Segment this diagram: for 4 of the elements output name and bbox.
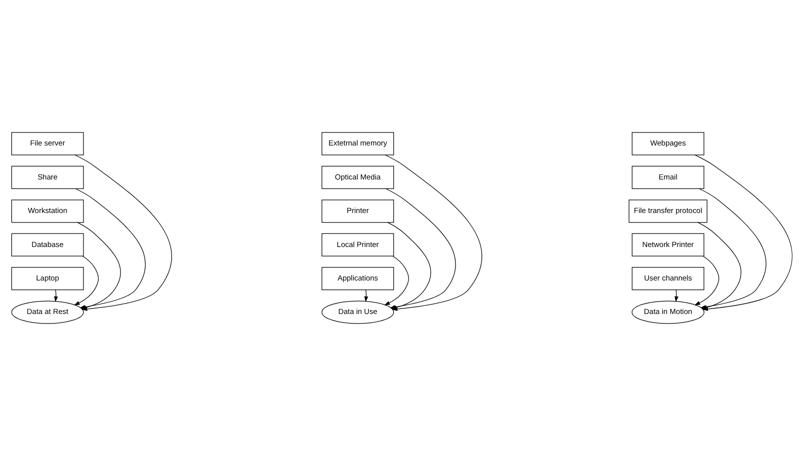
arrow xyxy=(54,289,58,302)
arrow xyxy=(74,255,99,305)
arrow xyxy=(694,255,720,305)
arrow xyxy=(384,255,409,305)
